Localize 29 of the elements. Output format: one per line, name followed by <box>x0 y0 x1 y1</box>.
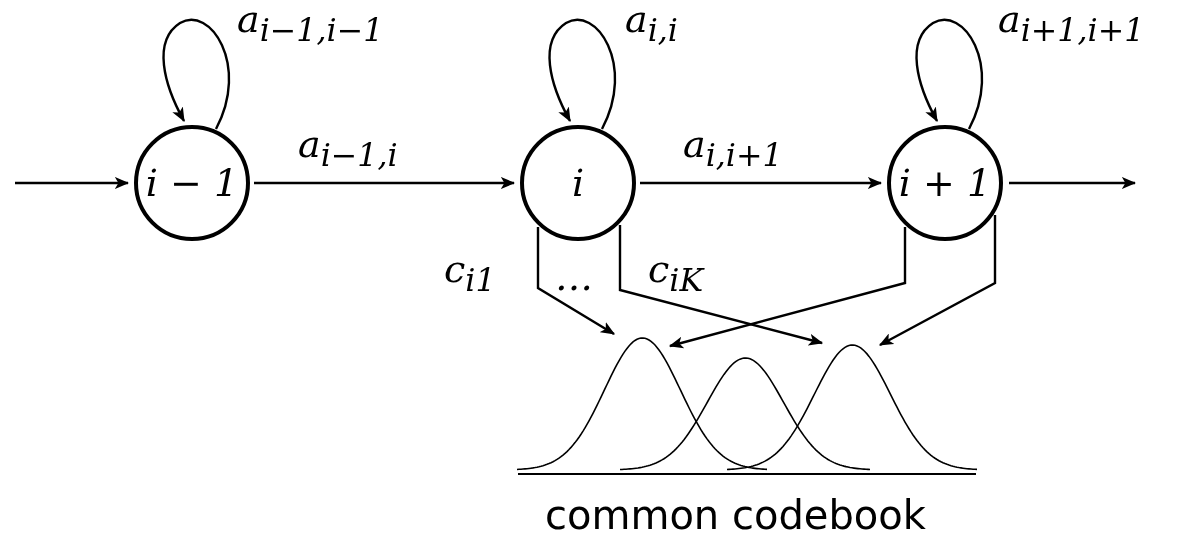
state-label: i + 1 <box>898 164 992 202</box>
arrow <box>618 225 824 346</box>
ellipsis: … <box>555 258 593 296</box>
edge-label: a$_{i−1,i}$ <box>298 125 398 172</box>
edge-label: c$_{iK}$ <box>648 250 704 297</box>
arrow <box>15 177 130 189</box>
arrow <box>1009 177 1137 189</box>
arrow <box>162 18 231 130</box>
arrow <box>915 18 984 130</box>
edge-label: a$_{i−1,i−1}$ <box>237 0 384 47</box>
arrow <box>536 227 616 336</box>
gaussian-curve <box>726 343 978 472</box>
state-circle <box>134 125 250 241</box>
edge-label: a$_{i,i}$ <box>625 0 678 47</box>
gaussian-curve <box>516 336 768 472</box>
state-label: i <box>571 164 585 202</box>
arrow <box>548 18 617 130</box>
state-circle <box>520 125 636 241</box>
arrow <box>878 215 997 347</box>
edge-label: a$_{i,i+1}$ <box>683 125 783 172</box>
arrow <box>640 177 883 189</box>
state-circle <box>887 125 1003 241</box>
arrow <box>668 227 907 349</box>
arrow <box>254 177 516 189</box>
gaussian-curve <box>619 356 871 472</box>
edge-label: c$_{i1}$ <box>444 250 496 297</box>
caption: common codebook <box>545 492 926 538</box>
state-label: i − 1 <box>145 164 239 202</box>
edge-label: a$_{i+1,i+1}$ <box>998 0 1145 47</box>
